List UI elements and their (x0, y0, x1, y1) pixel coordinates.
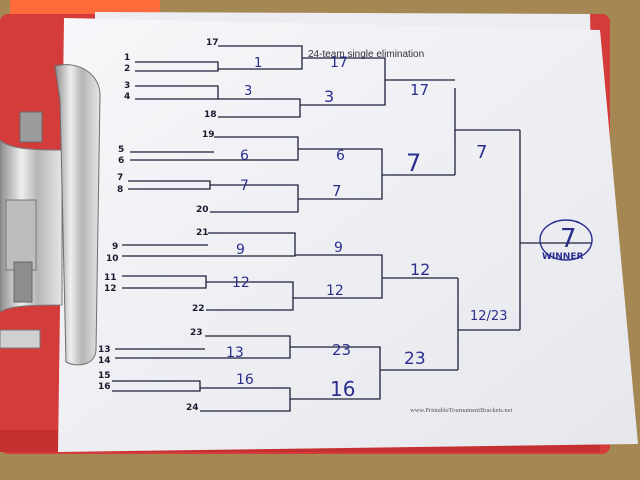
round2-winners: 17 3 6 7 9 12 23 16 (324, 55, 355, 401)
round1-winners: 1 3 6 7 9 12 13 16 (226, 56, 262, 388)
handwritten-result: 3 (324, 87, 334, 106)
handwritten-result: 16 (236, 372, 254, 388)
seed-label: 16 (98, 382, 111, 392)
seed-label: 19 (202, 130, 215, 140)
handwritten-result: 13 (226, 345, 244, 361)
handwritten-result: 7 (332, 182, 342, 200)
seed-label: 13 (98, 345, 111, 355)
champion-value: 7 (560, 224, 577, 254)
clipboard-clip (0, 64, 101, 366)
handwritten-result: 1 (254, 56, 262, 71)
seed-label: 4 (124, 92, 130, 102)
handwritten-result: 17 (330, 55, 348, 71)
handwritten-result: 6 (336, 148, 345, 164)
champion-area: 7 WINNER (539, 219, 593, 262)
bracket-lines (112, 45, 592, 412)
seed-label: 6 (118, 156, 124, 166)
seed-label: 7 (117, 173, 123, 183)
seed-label: 2 (124, 64, 130, 74)
seed-label: 10 (106, 254, 119, 264)
seed-label: 1 (124, 53, 130, 63)
bracket-title: 24-team single elimination (308, 49, 424, 60)
handwritten-result: 7 (240, 178, 249, 194)
seed-label: 12 (104, 284, 117, 294)
round3-winners: 17 7 12 23 (404, 81, 430, 369)
winner-label: WINNER (542, 252, 583, 262)
handwritten-result: 17 (410, 81, 429, 99)
seed-label: 18 (204, 110, 217, 120)
seed-label: 9 (112, 242, 118, 252)
seed-label: 23 (190, 328, 203, 338)
seed-labels: 17 1 2 3 4 18 19 5 6 7 8 20 21 9 10 11 1… (98, 38, 219, 413)
handwritten-result: 7 (476, 142, 487, 163)
handwritten-result: 23 (404, 349, 426, 369)
seed-label: 24 (186, 403, 199, 413)
handwritten-result: 23 (332, 341, 351, 359)
seed-label: 20 (196, 205, 209, 215)
seed-label: 3 (124, 81, 130, 91)
handwritten-result: 12 (232, 275, 250, 291)
handwritten-result: 9 (334, 240, 343, 256)
paper-sheet (58, 18, 638, 452)
handwritten-result: 16 (330, 377, 355, 401)
handwritten-result: 12 (410, 260, 430, 279)
handwritten-result: 7 (406, 149, 421, 177)
handwritten-result: 9 (236, 242, 245, 258)
handwritten-result: 12 (326, 283, 344, 299)
seed-label: 11 (104, 273, 117, 283)
footer-url: www.PrintableTournamentBrackets.net (410, 407, 513, 414)
handwritten-result: 12/23 (470, 309, 507, 324)
seed-label: 17 (206, 38, 219, 48)
seed-label: 21 (196, 228, 209, 238)
seed-label: 5 (118, 145, 124, 155)
handwritten-result: 3 (244, 84, 252, 99)
handwritten-result: 6 (240, 148, 249, 164)
seed-label: 8 (117, 185, 123, 195)
seed-label: 15 (98, 371, 111, 381)
seed-label: 22 (192, 304, 205, 314)
seed-label: 14 (98, 356, 111, 366)
champion-circle (539, 219, 593, 261)
semifinal-winners: 7 12/23 (470, 142, 507, 324)
